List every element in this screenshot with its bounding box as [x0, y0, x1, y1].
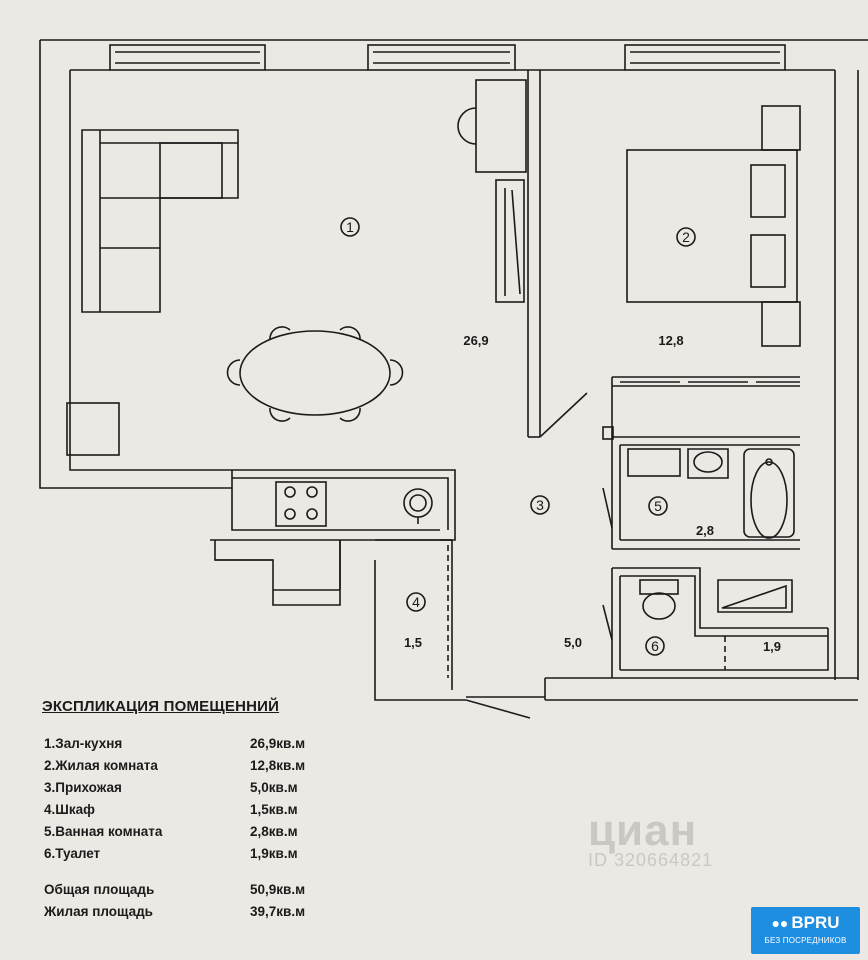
watermark: циан ID 320664821: [588, 806, 713, 871]
room-1-area: 26,9: [463, 333, 488, 348]
kitchen-sink: [403, 488, 433, 518]
window: [109, 44, 266, 71]
bpru-badge[interactable]: ●●BPRU БЕЗ ПОСРЕДНИКОВ: [751, 907, 860, 954]
nightstand: [761, 301, 801, 347]
door-toilet: [602, 604, 613, 641]
lower-wall: [210, 539, 466, 701]
room-labels: 1 2 3 4 5 6 26,9 12,8 5,0 1,5 2,8 1,9: [346, 219, 781, 654]
entrance-door: [465, 699, 531, 719]
room-2-number: 2: [682, 229, 690, 245]
door-room-2: [539, 392, 588, 438]
bathtub: [743, 448, 795, 538]
room-6-area: 1,9: [763, 639, 781, 654]
room-5-number: 5: [654, 498, 662, 514]
window: [624, 44, 786, 71]
room-4-area: 1,5: [404, 635, 422, 650]
toilet-walls: [611, 567, 828, 678]
outer-wall-left: [39, 40, 232, 489]
toilet: [639, 579, 679, 595]
bed: [626, 149, 798, 303]
room-5-area: 2,8: [696, 523, 714, 538]
bathroom-walls: [611, 436, 800, 550]
inner-wall-left: [69, 70, 232, 471]
nightstand: [761, 105, 801, 151]
outer-wall-right: [834, 70, 859, 680]
door-bathroom: [602, 487, 613, 529]
stove: [275, 481, 327, 527]
window: [367, 44, 516, 71]
kitchen-counter: [231, 469, 456, 541]
badge-subtitle: БЕЗ ПОСРЕДНИКОВ: [764, 936, 847, 945]
heater: [717, 579, 793, 613]
hall-bottom: [544, 677, 858, 701]
desk: [475, 79, 527, 173]
room-6-number: 6: [651, 638, 659, 654]
room-1-number: 1: [346, 219, 354, 235]
dining-table: [239, 330, 391, 416]
room-3-number: 3: [536, 497, 544, 513]
legend-title: ЭКСПЛИКАЦИЯ ПОМЕЩЕННИЙ: [42, 698, 280, 715]
room-3-area: 5,0: [564, 635, 582, 650]
sink: [687, 448, 729, 479]
armchair: [66, 402, 120, 456]
room-2-area: 12,8: [658, 333, 683, 348]
watermark-brand: циан: [588, 806, 698, 855]
chair: [457, 107, 477, 145]
partition-1-2: [527, 70, 541, 437]
badge-title: BPRU: [791, 913, 840, 932]
tv-stand: [495, 179, 525, 303]
watermark-id: ID 320664821: [588, 850, 714, 870]
room-4-number: 4: [412, 594, 420, 610]
people-icon: ●●: [771, 915, 789, 931]
